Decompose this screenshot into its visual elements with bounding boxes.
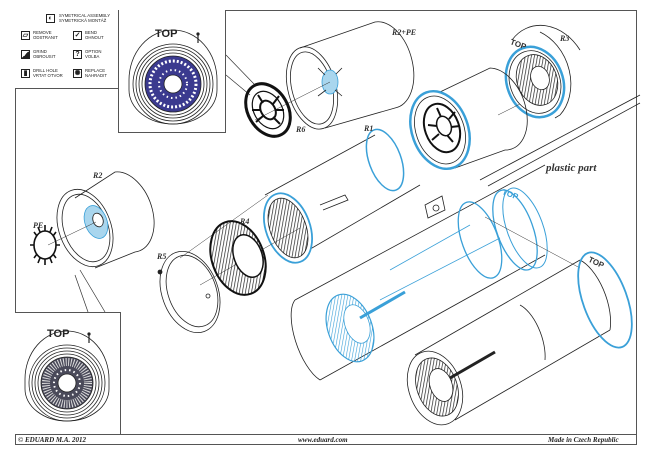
legend-label-cz: NAHRADIT (85, 72, 107, 78)
legend-grind: GRIND OBROUSIT (33, 49, 56, 59)
grind-icon (21, 50, 30, 59)
legend-label-en: REPLACE (85, 68, 106, 73)
part-r2pe-drawing (254, 21, 415, 130)
label-r6: R6 (296, 125, 306, 134)
legend-label-en: GRIND (33, 49, 47, 54)
part-r3-drawing (504, 24, 581, 119)
legend-label-cz: OBROUSIT (33, 53, 56, 59)
legend-option: OPTION VOLBA (85, 49, 102, 59)
part-r5-drawing (157, 250, 221, 334)
legend-label-cz: VOLBA (85, 53, 100, 59)
label-r1: R1 (364, 124, 374, 133)
legend-label-cz: ODSTRANIT (33, 34, 58, 40)
legend-label-en: SYMETRICAL ASSEMBLY (59, 13, 111, 18)
legend-bend: BEND OHNOUT (85, 30, 104, 40)
footer-copyright: © EDUARD M.A. 2012 (18, 436, 87, 444)
label-plastic-part: plastic part (546, 162, 597, 174)
label-r3: R3 (560, 34, 570, 43)
part-r1-drawing (179, 128, 421, 286)
label-r4: R4 (240, 217, 250, 226)
footer-origin: Made in Czech Republic (548, 436, 619, 444)
leader-lines-bottom (74, 269, 106, 313)
symmetrical-assembly-icon: ◐ (46, 14, 55, 23)
legend-label-cz: OHNOUT (85, 34, 104, 40)
bottom-inset-drawing (24, 330, 110, 422)
part-r2-drawing (47, 171, 155, 269)
part-pe-drawing (30, 225, 60, 265)
replace-icon: ✺ (73, 69, 82, 78)
legend-drill-hole: DRILL HOLE VRTAT OTVOR (33, 68, 63, 78)
top-detail-inset: TOP (118, 10, 226, 133)
label-pe: PE (33, 221, 44, 230)
middle-cylinder-drawing (409, 67, 528, 171)
leader-lines-top (225, 54, 256, 96)
legend-label-cz: SYMETRICKÁ MONTÁŽ (59, 17, 107, 23)
label-r2: R2 (93, 171, 103, 180)
footer-divider (15, 434, 637, 435)
legend-label-cz: VRTAT OTVOR (33, 72, 63, 78)
legend-box: ◐ SYMETRICAL ASSEMBLY SYMETRICKÁ MONTÁŽ … (15, 10, 119, 89)
drill-hole-icon: ▮ (21, 69, 30, 78)
label-r5: R5 (157, 252, 167, 261)
part-r4-drawing (209, 220, 267, 296)
bend-icon: ✓ (73, 31, 82, 40)
option-icon: ? (73, 50, 82, 59)
legend-label-en: BEND (85, 30, 97, 35)
top-inset-label: TOP (155, 28, 178, 40)
plastic-part-drawing (290, 94, 641, 381)
bottom-detail-inset: TOP (15, 312, 121, 435)
legend-label-en: DRILL HOLE (33, 68, 58, 73)
bottom-inset-label: TOP (47, 328, 70, 340)
footer-website[interactable]: www.eduard.com (298, 436, 348, 444)
label-r2pe: R2+PE (392, 28, 417, 37)
part-r6-drawing (244, 82, 292, 138)
assembled-cylinder-drawing (406, 251, 633, 426)
top-inset-drawing (128, 29, 218, 125)
legend-symmetrical: SYMETRICAL ASSEMBLY SYMETRICKÁ MONTÁŽ (59, 13, 111, 23)
legend-label-en: OPTION (85, 49, 102, 54)
sheet-frame (15, 10, 637, 445)
remove-icon: ▱ (21, 31, 30, 40)
legend-label-en: REMOVE (33, 30, 52, 35)
legend-replace: REPLACE NAHRADIT (85, 68, 107, 78)
legend-remove: REMOVE ODSTRANIT (33, 30, 58, 40)
